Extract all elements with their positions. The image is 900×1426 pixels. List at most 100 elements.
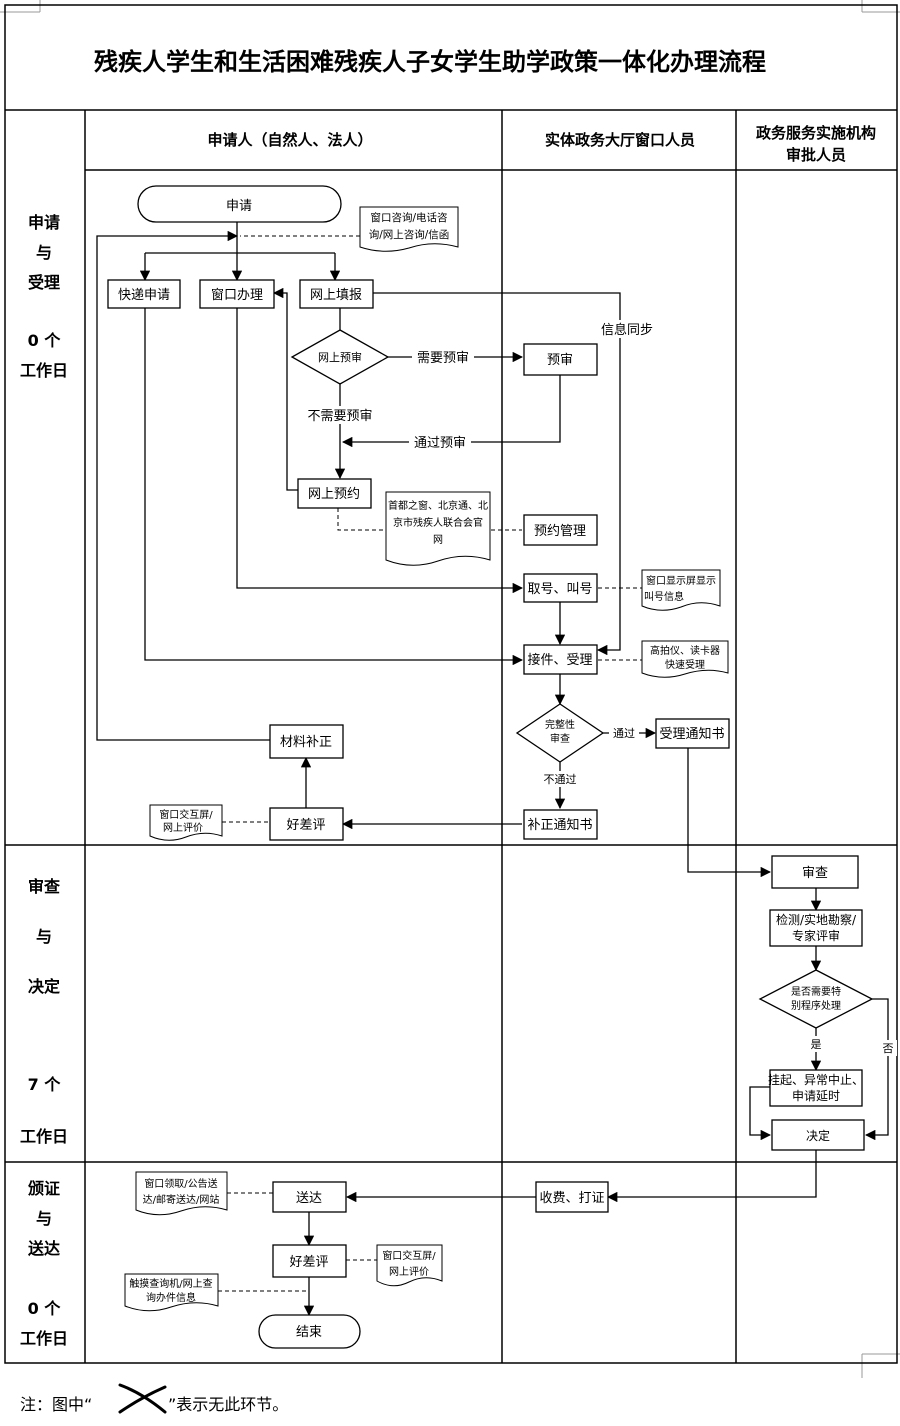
node-apply-label: 申请 bbox=[226, 199, 252, 214]
node-suspend-line2: 申请延时 bbox=[792, 1089, 840, 1103]
node-booking-mgmt-label: 预约管理 bbox=[534, 524, 586, 539]
stage-1-line3: 受理 bbox=[28, 273, 60, 292]
decision-online-precheck-label: 网上预审 bbox=[318, 350, 362, 364]
doc-booking-line2: 京市残疾人联合会官 bbox=[393, 516, 483, 529]
footnote: 注：图中“ ”表示无此环节。 bbox=[20, 1383, 288, 1414]
node-window-apply-label: 窗口办理 bbox=[211, 287, 263, 303]
doc-rating-2-line1: 窗口交互屏/ bbox=[382, 1249, 436, 1262]
stage-2-days2: 工作日 bbox=[20, 1127, 68, 1146]
node-decision[interactable]: 决定 bbox=[771, 1119, 865, 1151]
node-decision-label: 决定 bbox=[806, 1128, 830, 1143]
node-accept-notice-label: 受理通知书 bbox=[659, 726, 724, 742]
node-booking-mgmt[interactable]: 预约管理 bbox=[523, 514, 598, 546]
doc-screen-line2: 叫号信息 bbox=[644, 590, 684, 603]
doc-rating-2: 窗口交互屏/ 网上评价 bbox=[376, 1244, 443, 1287]
stage-3-line3: 送达 bbox=[27, 1239, 60, 1258]
doc-deliver-line1: 窗口领取/公告送 bbox=[144, 1177, 217, 1190]
edge-no-precheck: 不需要预审 bbox=[307, 409, 372, 424]
node-end[interactable]: 结束 bbox=[258, 1314, 361, 1349]
footnote-prefix: 注：图中“ bbox=[20, 1395, 92, 1414]
edge-not-pass: 不通过 bbox=[544, 773, 577, 786]
stage-3-line1: 颁证 bbox=[28, 1179, 60, 1198]
lane-header-applicant: 申请人（自然人、法人） bbox=[207, 131, 372, 149]
doc-screen-line1: 窗口显示屏显示 bbox=[646, 574, 716, 587]
stage-labels: 申请 与 受理 0 个 工作日 审查 与 决定 7 个 工作日 颁证 与 送达 … bbox=[20, 213, 68, 1348]
node-precheck[interactable]: 预审 bbox=[523, 343, 598, 376]
stage-1-line2: 与 bbox=[36, 243, 52, 262]
node-fix-notice-label: 补正通知书 bbox=[527, 817, 592, 833]
doc-scanner-line2: 快速受理 bbox=[665, 659, 705, 671]
doc-booking-sites: 首都之窗、北京通、北 京市残疾人联合会官 网 bbox=[385, 491, 491, 566]
node-deliver[interactable]: 送达 bbox=[272, 1181, 347, 1213]
node-express-apply-label: 快递申请 bbox=[118, 288, 170, 303]
edge-info-sync: 信息同步 bbox=[601, 322, 653, 338]
node-suspend[interactable]: 挂起、异常中止、 申请延时 bbox=[768, 1069, 864, 1107]
node-online-fill-label: 网上填报 bbox=[310, 288, 362, 303]
doc-deliver-methods: 窗口领取/公告送 达/邮寄送达/网站 bbox=[135, 1171, 228, 1216]
node-rating-1-label: 好差评 bbox=[286, 818, 325, 833]
node-end-label: 结束 bbox=[296, 1325, 322, 1340]
decision-special-line1: 是否需要特 bbox=[791, 986, 841, 998]
node-inspect[interactable]: 检测/实地勘察/ 专家评审 bbox=[769, 909, 863, 947]
doc-query: 触摸查询机/网上查 询办件信息 bbox=[124, 1273, 219, 1312]
stage-1-days2: 工作日 bbox=[20, 361, 68, 380]
stage-3-days1: 0 个 bbox=[28, 1299, 62, 1318]
node-fix-notice[interactable]: 补正通知书 bbox=[523, 809, 598, 840]
decision-special-line2: 别程序处理 bbox=[791, 999, 841, 1012]
node-apply[interactable]: 申请 bbox=[137, 185, 342, 223]
footnote-suffix: ”表示无此环节。 bbox=[168, 1395, 288, 1414]
edge-pass-precheck: 通过预审 bbox=[414, 436, 466, 451]
edge-need-precheck: 需要预审 bbox=[417, 351, 469, 366]
decision-completeness-line2: 审查 bbox=[550, 732, 570, 745]
doc-rating-2-line2: 网上评价 bbox=[389, 1266, 429, 1278]
stage-2-line2: 与 bbox=[36, 927, 52, 946]
lane-header-approver-2: 审批人员 bbox=[786, 146, 846, 164]
node-precheck-label: 预审 bbox=[547, 353, 573, 368]
node-take-number[interactable]: 取号、叫号 bbox=[523, 573, 598, 603]
dashed-connectors bbox=[218, 235, 642, 1292]
decision-completeness-line1: 完整性 bbox=[545, 718, 575, 731]
decision-special-procedure[interactable]: 是否需要特 别程序处理 bbox=[758, 969, 874, 1029]
node-material-fix-label: 材料补正 bbox=[280, 735, 332, 750]
node-rating-1[interactable]: 好差评 bbox=[269, 807, 344, 841]
stage-2-days1: 7 个 bbox=[28, 1075, 62, 1094]
lane-header-approver: 政务服务实施机构 bbox=[756, 124, 876, 142]
node-online-booking-label: 网上预约 bbox=[308, 487, 360, 502]
node-material-fix[interactable]: 材料补正 bbox=[269, 724, 344, 759]
node-online-booking[interactable]: 网上预约 bbox=[297, 478, 372, 509]
doc-rating-1: 窗口交互屏/ 网上评价 bbox=[149, 804, 223, 841]
decision-completeness[interactable]: 完整性 审查 bbox=[515, 703, 605, 763]
node-inspect-line2: 专家评审 bbox=[792, 928, 840, 943]
node-deliver-label: 送达 bbox=[296, 1191, 322, 1206]
doc-query-line1: 触摸查询机/网上查 bbox=[129, 1277, 212, 1290]
node-receive-label: 接件、受理 bbox=[527, 652, 592, 668]
lane-header-window-staff: 实体政务大厅窗口人员 bbox=[545, 131, 695, 149]
doc-consult: 窗口咨询/电话咨 询/网上咨询/信函 bbox=[359, 206, 459, 252]
node-fee-certificate[interactable]: 收费、打证 bbox=[535, 1181, 609, 1213]
doc-screen: 窗口显示屏显示 叫号信息 bbox=[641, 569, 721, 611]
stage-1-days1: 0 个 bbox=[28, 331, 62, 350]
node-take-number-label: 取号、叫号 bbox=[527, 582, 592, 597]
decision-online-precheck[interactable]: 网上预审 bbox=[290, 329, 390, 385]
edge-no: 否 bbox=[883, 1042, 894, 1055]
edge-labels: 需要预审 不需要预审 通过预审 信息同步 通过 不通过 是 否 bbox=[298, 320, 897, 1056]
doc-consult-line1: 窗口咨询/电话咨 bbox=[370, 211, 447, 224]
node-window-apply[interactable]: 窗口办理 bbox=[199, 279, 275, 309]
edge-yes: 是 bbox=[811, 1038, 822, 1051]
doc-scanner: 高拍仪、读卡器 快速受理 bbox=[641, 640, 729, 678]
node-review-label: 审查 bbox=[802, 866, 828, 881]
doc-scanner-line1: 高拍仪、读卡器 bbox=[650, 644, 720, 657]
node-receive[interactable]: 接件、受理 bbox=[523, 644, 598, 675]
node-accept-notice[interactable]: 受理通知书 bbox=[655, 718, 730, 749]
stage-3-line2: 与 bbox=[36, 1209, 52, 1228]
edge-pass: 通过 bbox=[613, 727, 635, 740]
node-fee-certificate-label: 收费、打证 bbox=[539, 1191, 604, 1206]
node-rating-2-label: 好差评 bbox=[289, 1255, 328, 1270]
node-online-fill[interactable]: 网上填报 bbox=[299, 279, 374, 309]
node-rating-2[interactable]: 好差评 bbox=[272, 1244, 347, 1278]
node-inspect-line1: 检测/实地勘察/ bbox=[776, 912, 857, 927]
doc-booking-line3: 网 bbox=[433, 534, 443, 546]
node-express-apply[interactable]: 快递申请 bbox=[107, 279, 181, 309]
doc-deliver-line2: 达/邮寄送达/网站 bbox=[143, 1193, 220, 1206]
node-review[interactable]: 审查 bbox=[771, 855, 859, 889]
